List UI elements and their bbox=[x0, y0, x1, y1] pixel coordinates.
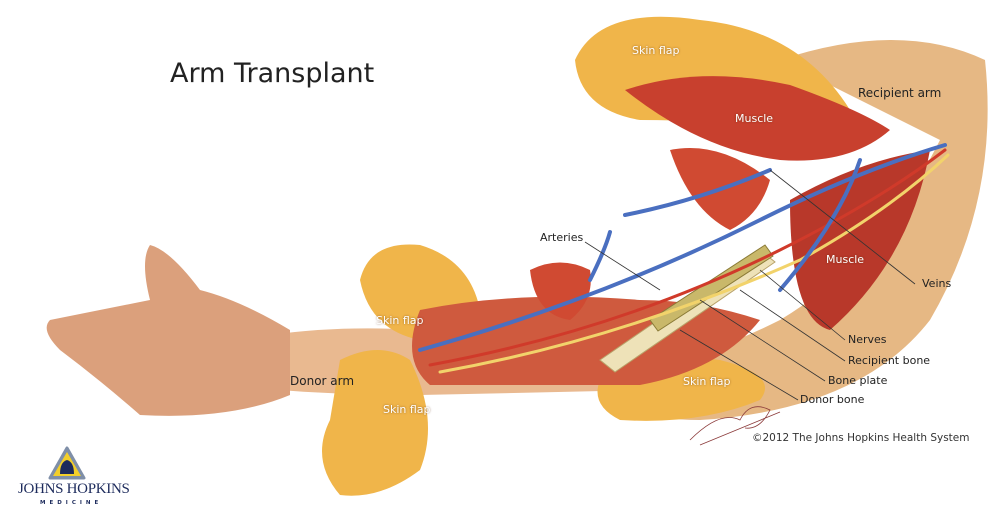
donor-hand bbox=[46, 245, 291, 416]
label-muscle-right: Muscle bbox=[826, 253, 865, 266]
artist-signature bbox=[689, 406, 781, 446]
vessels bbox=[418, 143, 950, 374]
logo-name: JOHNS HOPKINS bbox=[18, 481, 130, 497]
label-recipient-arm: Recipient arm bbox=[858, 86, 942, 100]
page-title: Arm Transplant bbox=[170, 58, 375, 89]
label-muscle-top: Muscle bbox=[735, 112, 774, 125]
label-bone-plate: Bone plate bbox=[828, 374, 888, 387]
label-donor-bone: Donor bone bbox=[800, 393, 865, 406]
label-skin-flap-top: Skin flap bbox=[632, 44, 680, 57]
logo-subtitle: MEDICINE bbox=[40, 500, 103, 506]
label-recipient-bone: Recipient bone bbox=[848, 354, 931, 367]
skin-flap-lower-left bbox=[322, 350, 428, 496]
dome-shield-icon bbox=[48, 446, 86, 480]
muscle-top bbox=[625, 76, 890, 161]
label-skin-flap-upper-left: Skin flap bbox=[376, 314, 424, 327]
recipient-arm bbox=[610, 40, 988, 420]
label-skin-flap-lower-left: Skin flap bbox=[383, 403, 431, 416]
muscle-stumps bbox=[530, 262, 591, 320]
label-arteries: Arteries bbox=[540, 231, 584, 244]
leader-lines bbox=[584, 169, 916, 401]
muscle-right bbox=[790, 150, 930, 330]
label-donor-arm: Donor arm bbox=[290, 374, 355, 388]
label-skin-flap-lower-right: Skin flap bbox=[683, 375, 731, 388]
label-nerves: Nerves bbox=[848, 333, 887, 346]
label-veins: Veins bbox=[922, 277, 952, 290]
copyright-notice: ©2012 The Johns Hopkins Health System bbox=[752, 432, 970, 444]
